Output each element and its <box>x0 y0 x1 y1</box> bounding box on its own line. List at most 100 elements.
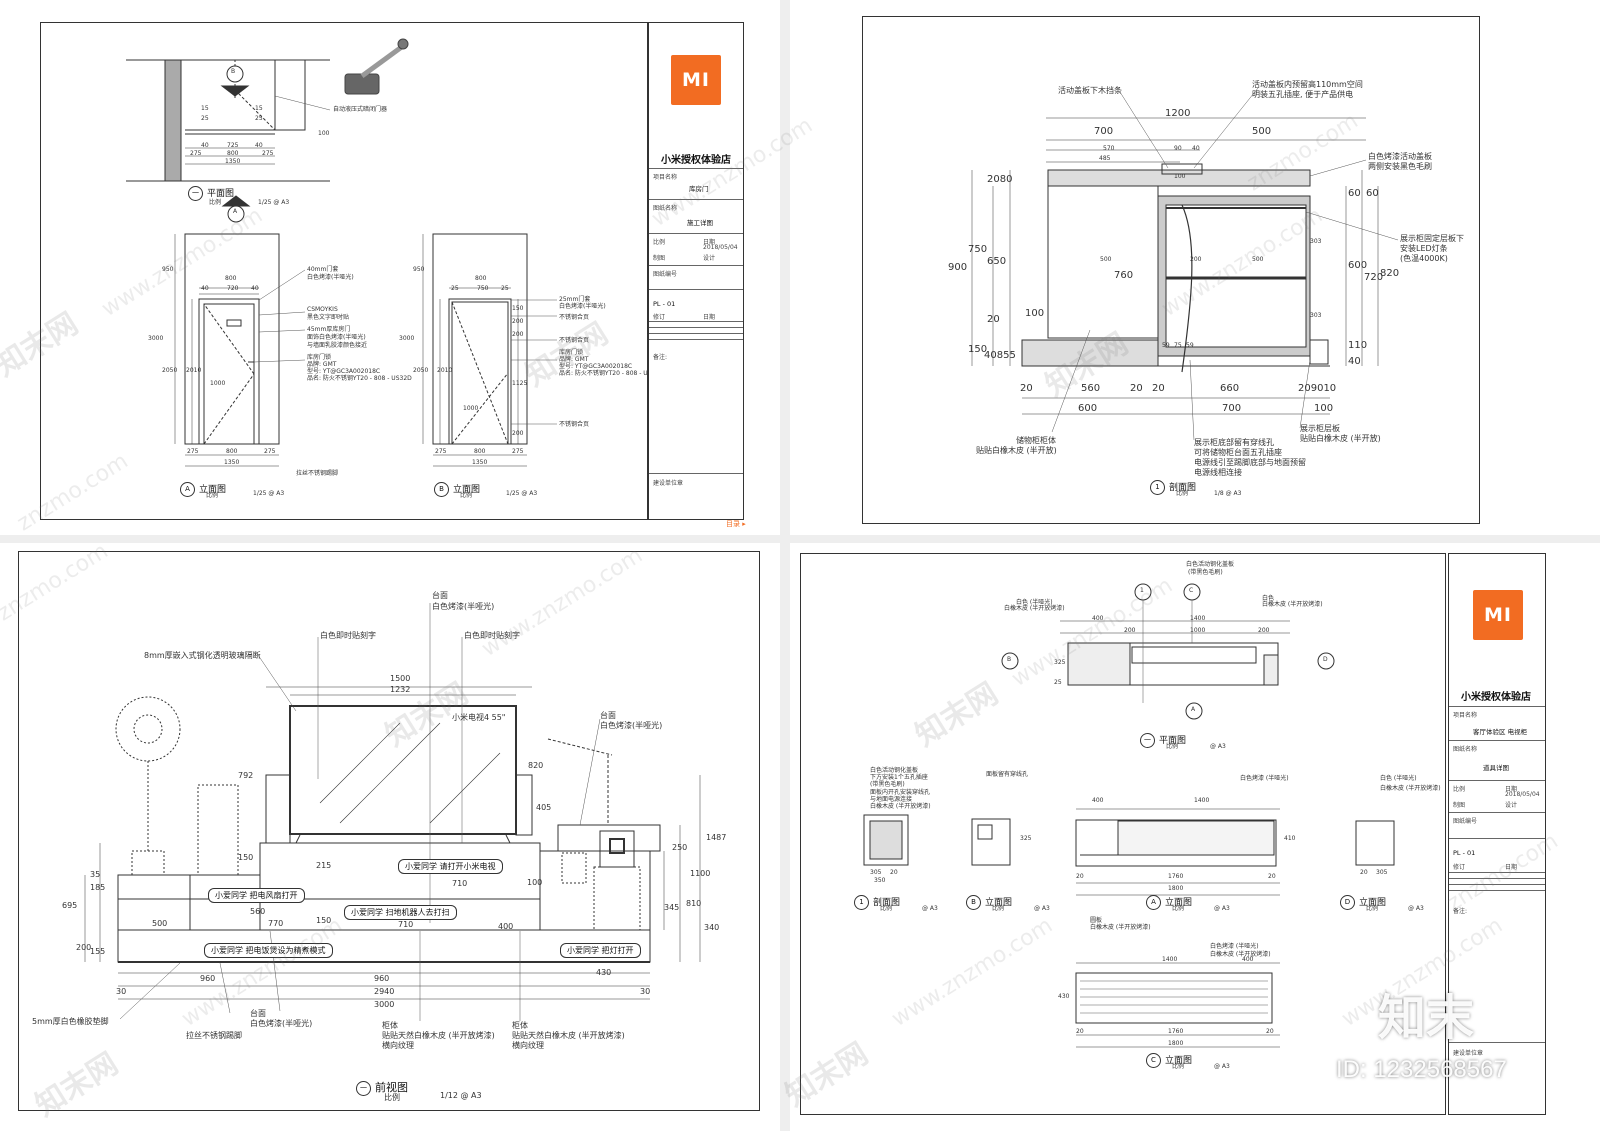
tb-field: 图纸名称 <box>1453 746 1478 753</box>
tb-field: 设计 <box>703 255 716 262</box>
dim: 20 <box>1130 383 1143 394</box>
elevB-dim: 1350 <box>472 459 488 466</box>
tb-rule <box>1449 780 1545 781</box>
voice-bubble: 小爱同学 把电风扇打开 <box>208 888 305 903</box>
note: 横向纹理 <box>382 1041 414 1050</box>
elevA-note: 与墙面乳胶漆颜色接近 <box>307 342 368 349</box>
note: 白色烤漆(半哑光) <box>432 602 495 611</box>
elevB-dim: 2010 <box>437 367 453 374</box>
elevB-note: 型号: YT@GC3A002018C <box>559 363 633 370</box>
elevA-dim: 40 <box>251 285 259 292</box>
dim: 960 <box>200 974 216 983</box>
elevA-note: 库房门锁 <box>307 354 332 361</box>
dim: 90 <box>1174 145 1182 152</box>
elevB-note: 不锈钢合页 <box>559 314 590 321</box>
front-view-title-text: 前视图 <box>375 1081 408 1094</box>
mi-logo-text: MI <box>1484 604 1512 626</box>
elevC-dim: 20 <box>1266 1028 1274 1035</box>
note: 展示柜底部留有穿线孔 <box>1194 438 1274 447</box>
elevB-dim: 25 <box>451 285 459 292</box>
elevA-note: 品牌: GMT <box>307 361 337 368</box>
marker-tag: 1 <box>1140 587 1144 594</box>
elevB-scale: 1/25 @ A3 <box>506 490 538 497</box>
dim: 75 <box>1174 342 1182 349</box>
elevA-dim: 800 <box>225 275 237 282</box>
elevB-dim: 750 <box>477 285 489 292</box>
note: 白色即时贴刻字 <box>320 631 376 640</box>
note: 展示柜层板 <box>1300 424 1340 433</box>
note: 台面 <box>432 591 448 600</box>
dim: 150 <box>316 916 332 925</box>
tb-field: 日期 <box>703 314 716 321</box>
section-title: 1 剖面图 <box>1150 480 1196 495</box>
elevB-scale-label: 比例 <box>460 492 473 499</box>
elevC-dim: 400 <box>1242 956 1254 963</box>
note: 台面 <box>600 711 616 720</box>
elevA-dim: 275 <box>264 448 276 455</box>
dim: 30 <box>640 987 651 996</box>
elevD-scale-label: 比例 <box>1366 905 1379 912</box>
elev-dim: 400 <box>1092 797 1104 804</box>
plan-dim: 800 <box>227 150 239 157</box>
elevC-scale: @ A3 <box>1214 1063 1230 1070</box>
dim: 60 <box>1366 188 1379 199</box>
dim: 810 <box>686 899 702 908</box>
tb-rule <box>1449 706 1545 707</box>
note: 5mm厚白色橡胶垫脚 <box>32 1017 109 1026</box>
tb-code-value: PL - 01 <box>1453 849 1476 857</box>
tb-rule <box>1449 1042 1545 1043</box>
marker-tag: A <box>1191 706 1196 713</box>
note: (色温4000K) <box>1400 254 1448 263</box>
elev-dim: 20 <box>1268 873 1276 880</box>
dim: 570 <box>1103 145 1115 152</box>
elevD-title-text: 立面图 <box>1359 898 1387 908</box>
plan-dim: 1350 <box>225 158 241 165</box>
dim: 100 <box>1025 308 1045 319</box>
plan-title-tag: 一 <box>188 186 203 201</box>
elevA-note: 黑色文字即时贴 <box>307 314 350 321</box>
dim: 20 <box>1020 383 1033 394</box>
note: 可将储物柜台面五孔插座 <box>1194 448 1282 457</box>
elev-dim: 305 <box>870 869 882 876</box>
note: 贴贴天然白橡木皮 (半开放烤漆) <box>512 1031 625 1040</box>
note: 8mm厚嵌入式钢化透明玻璃隔断 <box>144 651 261 660</box>
elevA-scale-label: 比例 <box>206 492 219 499</box>
front-view-scale: 1/12 @ A3 <box>440 1091 482 1100</box>
sheet-display-cabinet-section: 活动盖板下木挡条 活动盖板内预留高110mm空间 明装五孔插座, 便于产品供电 … <box>790 0 1600 535</box>
section-title-text: 剖面图 <box>1169 483 1197 493</box>
tb-field: 日期 <box>1505 864 1518 871</box>
tb-drawing-value: 施工详图 <box>687 219 713 227</box>
section-tag: 1 <box>1150 480 1165 495</box>
tb-field: 日期 <box>703 239 716 246</box>
dim: 700 <box>1094 126 1114 137</box>
tb-field: 建设单位章 <box>1453 1050 1484 1057</box>
note: 横向纹理 <box>512 1041 544 1050</box>
elevB-note: 不锈钢合页 <box>559 421 590 428</box>
tb-rule <box>1449 890 1545 891</box>
tb-field: 日期 <box>1505 786 1518 793</box>
dim: 185 <box>90 883 106 892</box>
plan-dim: 725 <box>227 142 239 149</box>
sheet-door-details: B A 自动液压式暗闭门器 15 25 15 25 40 725 40 275 … <box>0 0 780 535</box>
plan-dim: 40 <box>201 142 209 149</box>
elevA-note: 白色烤漆(半哑光) <box>307 274 354 281</box>
dim: 695 <box>62 901 78 910</box>
tb-rule <box>649 473 743 474</box>
plan-scale: 1/25 @ A3 <box>258 199 290 206</box>
note: 白色 <box>1262 595 1275 602</box>
tb-rule <box>649 265 743 266</box>
dim: 150 <box>968 344 988 355</box>
note: 拉丝不锈钢踢脚 <box>186 1031 242 1040</box>
note: 活动盖板下木挡条 <box>1058 86 1122 95</box>
note: 面板留有穿线孔 <box>986 771 1029 778</box>
contents-link[interactable]: 目录 ▸ <box>726 520 746 528</box>
elev-dim: 410 <box>1284 835 1296 842</box>
tb-field: 备注: <box>1453 908 1468 915</box>
elevB-tag: B <box>966 895 981 910</box>
plan-dim: 15 <box>255 105 263 112</box>
marker-b: B <box>231 68 236 75</box>
tb-rule <box>1449 872 1545 873</box>
